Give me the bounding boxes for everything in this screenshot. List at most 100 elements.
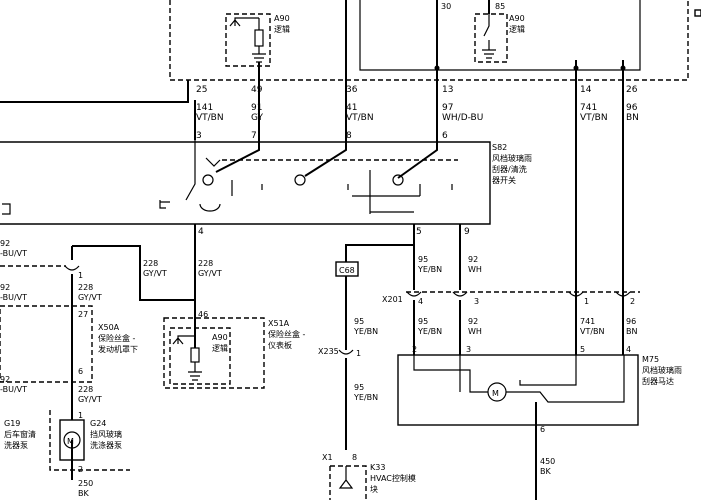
x51a-line2: 仪表板 bbox=[268, 340, 292, 350]
s82-id: S82 bbox=[492, 143, 507, 152]
wire-92-a-color: WH bbox=[468, 265, 482, 274]
wire-741-b-gauge: 741 bbox=[580, 317, 595, 326]
x51a-line1: 保险丝盒 - bbox=[268, 329, 306, 339]
m75-pin-4: 4 bbox=[626, 345, 631, 354]
wire-141-gauge: 141 bbox=[196, 103, 213, 113]
wire-95-b-gauge: 95 bbox=[418, 317, 428, 326]
wire-95-d-gauge: 95 bbox=[354, 383, 364, 392]
wire-96-b-color: BN bbox=[626, 327, 637, 336]
k33-id: K33 bbox=[370, 463, 385, 472]
wiper-icon bbox=[205, 157, 221, 167]
a90-lower-id: A90 bbox=[212, 333, 228, 342]
s82-name-3: 器开关 bbox=[492, 175, 516, 185]
x201-pin-2: 2 bbox=[630, 297, 635, 306]
a90-top-left-name: 逻辑 bbox=[274, 24, 290, 34]
m75-motor-box bbox=[397, 354, 639, 426]
wire-96-color: BN bbox=[626, 113, 639, 123]
x50a-line1: 保险丝盒 - bbox=[98, 333, 136, 343]
m75-pin-6: 6 bbox=[540, 425, 545, 434]
motor-icon bbox=[63, 431, 81, 449]
wire-250-gauge: 250 bbox=[78, 479, 93, 488]
s82-name-2: 刮器/清洗 bbox=[492, 164, 527, 174]
wire-96-b-gauge: 96 bbox=[626, 317, 636, 326]
g19-id: G19 bbox=[4, 419, 20, 428]
wire-228-d-color: GY/VT bbox=[78, 395, 102, 404]
pin-top-30: 30 bbox=[441, 2, 451, 11]
wire-92-b-gauge: 92 bbox=[468, 317, 478, 326]
wire-92-b-color: WH bbox=[468, 327, 482, 336]
wire-228-c-gauge: 228 bbox=[198, 259, 213, 268]
ground-icon bbox=[229, 17, 266, 63]
k33-line1: HVAC控制模 bbox=[370, 473, 416, 483]
pin-36: 36 bbox=[346, 85, 358, 95]
s82-pin-3: 3 bbox=[196, 131, 202, 141]
m75-id: M75 bbox=[642, 355, 659, 364]
wire-450-color: BK bbox=[540, 467, 551, 476]
g24-motor-symbol: M bbox=[67, 437, 74, 446]
wire-95-a-color: YE/BN bbox=[417, 265, 442, 274]
connector-icon bbox=[64, 265, 80, 271]
wire-97-color: WH/D-BU bbox=[442, 113, 483, 123]
g24-line1: 挡风玻璃 bbox=[90, 429, 122, 439]
wire-95-b-color: YE/BN bbox=[417, 327, 442, 336]
wire-41-gauge: 41 bbox=[346, 103, 357, 113]
wire-97-gauge: 97 bbox=[442, 103, 453, 113]
a90-lower-name: 逻辑 bbox=[212, 343, 228, 353]
left-wire-top-color: -BU/VT bbox=[0, 249, 27, 258]
wire-95-d-color: YE/BN bbox=[353, 393, 378, 402]
a90-logic-lower-box bbox=[169, 327, 231, 385]
washer-icon bbox=[199, 203, 221, 212]
m75-line1: 风档玻璃雨 bbox=[642, 365, 682, 375]
left-wire-top-gauge: 92 bbox=[0, 239, 10, 248]
m75-motor-symbol: M bbox=[492, 389, 499, 398]
s82-pin-6: 6 bbox=[442, 131, 448, 141]
x201-id: X201 bbox=[382, 295, 403, 304]
switch-icon bbox=[482, 10, 496, 59]
pin-1-g24: 1 bbox=[78, 411, 83, 420]
motor-icon bbox=[487, 382, 507, 402]
s82-switch-box bbox=[0, 141, 491, 225]
wire-228-b-color: GY/VT bbox=[143, 269, 167, 278]
s82-pin-7: 7 bbox=[251, 131, 257, 141]
wire-450-gauge: 450 bbox=[540, 457, 555, 466]
g24-id: G24 bbox=[90, 419, 106, 428]
wire-741-color: VT/BN bbox=[580, 113, 608, 123]
s82-pin-8: 8 bbox=[346, 131, 352, 141]
wire-92-a-gauge: 92 bbox=[468, 255, 478, 264]
x1-id: X1 bbox=[322, 453, 333, 462]
wire-228-a-gauge: 228 bbox=[78, 283, 93, 292]
wire-741-gauge: 741 bbox=[580, 103, 597, 113]
left-wire-bottom-color: -BU/VT bbox=[0, 385, 27, 394]
wire-741-b-color: VT/BN bbox=[580, 327, 605, 336]
s82-name-1: 风档玻璃雨 bbox=[492, 153, 532, 163]
m75-pin-3: 3 bbox=[466, 345, 471, 354]
m75-pin-2: 2 bbox=[412, 345, 417, 354]
pin-6-left: 6 bbox=[78, 367, 83, 376]
s82-pin-5: 5 bbox=[416, 227, 422, 237]
k33-line2: 块 bbox=[370, 484, 378, 494]
x1-pin: 8 bbox=[352, 453, 357, 462]
wire-95-a-gauge: 95 bbox=[418, 255, 428, 264]
m75-pin-5: 5 bbox=[580, 345, 585, 354]
x50a-id: X50A bbox=[98, 323, 120, 332]
m75-line2: 刮器马达 bbox=[642, 376, 674, 386]
pin-top-85: 85 bbox=[495, 2, 505, 11]
pin-1-left: 1 bbox=[78, 271, 83, 280]
g19-line1: 后车窗清 bbox=[4, 429, 36, 439]
a90-top-boundary bbox=[169, 0, 689, 81]
fuse-box-x50a bbox=[0, 305, 93, 383]
c68-label: C68 bbox=[339, 266, 355, 275]
wire-91-color: GY bbox=[251, 113, 264, 123]
x201-pin-1: 1 bbox=[584, 297, 589, 306]
fuse-box-x51a bbox=[163, 317, 265, 389]
pin-13: 13 bbox=[442, 85, 453, 95]
pin-46: 46 bbox=[198, 310, 208, 319]
wire-250-color: BK bbox=[78, 489, 89, 498]
wire-228-a-color: GY/VT bbox=[78, 293, 102, 302]
x201-pin-3: 3 bbox=[474, 297, 479, 306]
a90-top-right-name: 逻辑 bbox=[509, 24, 525, 34]
g24-line2: 洗涤器泵 bbox=[90, 440, 122, 450]
wire-228-d-gauge: 228 bbox=[78, 385, 93, 394]
wire-228-c-color: GY/VT bbox=[198, 269, 222, 278]
pin-49: 49 bbox=[251, 85, 263, 95]
